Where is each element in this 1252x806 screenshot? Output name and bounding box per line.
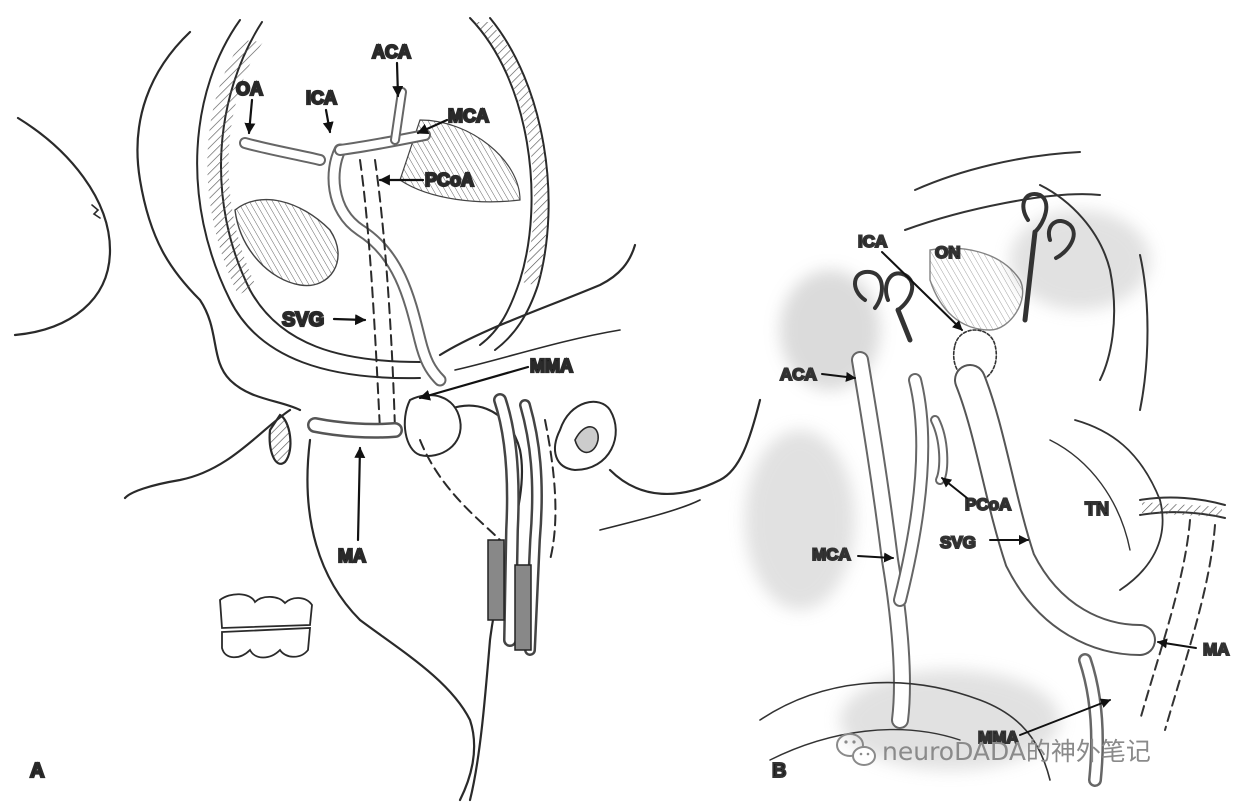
ear [554,400,617,472]
skull-outline [13,116,112,337]
label-b-tn: TN [1085,499,1109,519]
label-a-oa: OA [236,79,263,99]
mandible [306,438,476,802]
label-b-ma: MA [1203,640,1229,659]
label-b-svg: SVG [940,533,976,552]
label-a-mma: MMA [530,356,573,376]
panel-letter-a: A [30,760,44,782]
label-a-mca: MCA [448,106,489,126]
label-b-pcoa: PCoA [965,495,1011,514]
label-a-ica: ICA [306,88,337,108]
panel-a: OA ICA ACA MCA PCoA SVG MMA MA A [13,17,762,802]
label-b-mca: MCA [812,545,851,564]
watermark: neuroDADA的神外笔记 [836,733,1151,766]
panel-letter-b: B [772,760,786,782]
label-b-ica: ICA [858,232,887,251]
label-b-on: ON [935,243,961,262]
label-a-svg: SVG [282,309,324,331]
aneurysm-clips [853,192,1076,343]
label-a-aca: ACA [372,42,411,62]
wechat-icon [836,733,876,766]
label-a-ma: MA [338,546,366,566]
label-a-pcoa: PCoA [425,170,474,190]
calvarium-outer [196,19,421,380]
head-profile [136,30,302,412]
svg-graft [359,159,381,431]
optic-nerve [929,247,1024,331]
teeth [219,593,313,659]
label-b-mma: MMA [978,728,1019,747]
trigeminal-nerve [1074,419,1164,591]
panel-b: ICA ON ACA PCoA SVG TN MCA MA MMA B [745,151,1230,787]
label-b-aca: ACA [780,365,817,384]
watermark-text: neuroDADA的神外笔记 [882,737,1151,766]
